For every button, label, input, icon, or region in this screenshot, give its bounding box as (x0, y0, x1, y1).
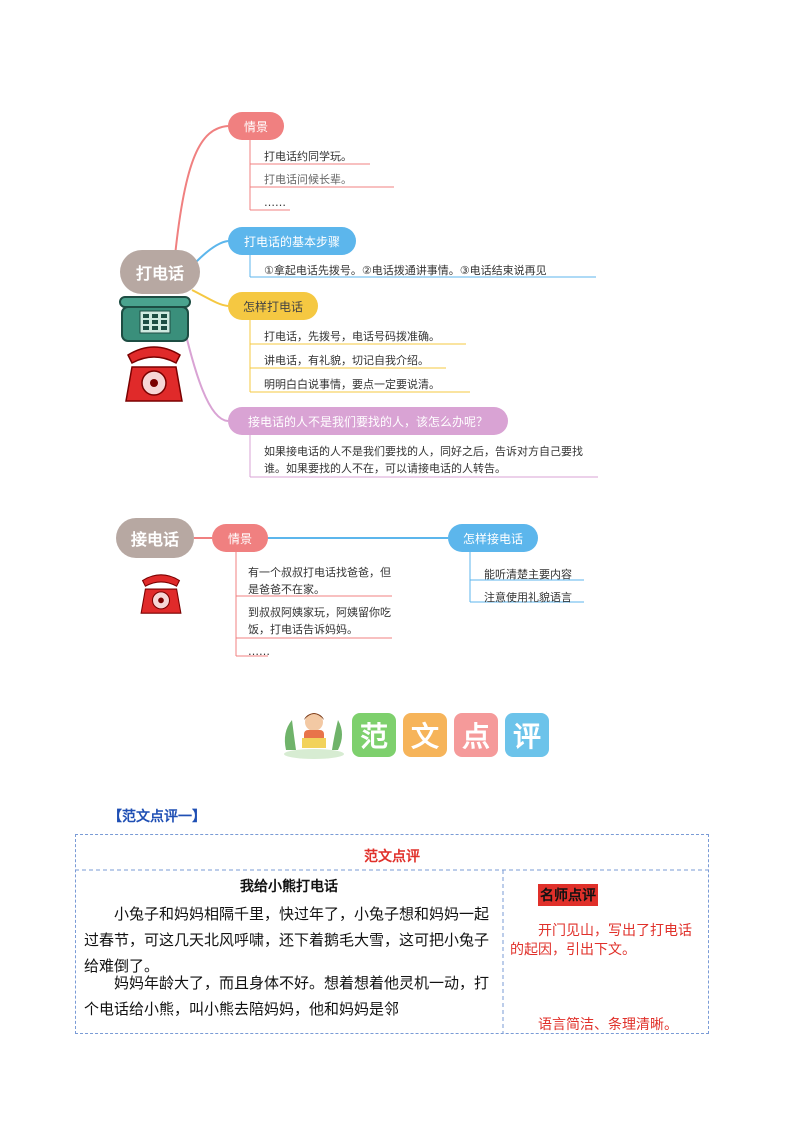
leaf-how-call-2: 讲电话，有礼貌，切记自我介绍。 (264, 354, 429, 367)
leaf-scene-3: …… (264, 196, 286, 209)
branch-steps-pill: 打电话的基本步骤 (228, 227, 356, 255)
section-label: 【范文点评一】 (108, 809, 206, 825)
rotary-phone-small-icon (140, 574, 182, 614)
answer-how-leaf-2: 注意使用礼貌语言 (484, 591, 572, 604)
comment-1: 开门见山，写出了打电话的起因，引出下文。 (510, 923, 692, 958)
answer-scene-leaf-1: 有一个叔叔打电话找爸爸，但是爸爸不在家。 (248, 566, 391, 596)
branch-scene-label: 情景 (243, 119, 268, 134)
banner-char-4: 评 (505, 713, 549, 757)
leaf-how-call-1: 打电话，先拨号，电话号码拨准确。 (264, 330, 440, 343)
essay-paragraph-2: 妈妈年龄大了，而且身体不好。想着想着他灵机一动，打个电话给小熊，叫小熊去陪妈妈，… (84, 974, 490, 1018)
comment-heading: 名师点评 (538, 884, 598, 906)
leaf-scene-2: 打电话问候长辈。 (264, 173, 352, 186)
comment-2: 语言简洁、条理清晰。 (538, 1017, 678, 1033)
essay-title: 我给小熊打电话 (240, 879, 338, 895)
leaf-scene-1: 打电话约同学玩。 (264, 150, 352, 163)
answer-scene-pill: 情景 (212, 524, 268, 552)
branch-wrong-person-pill: 接电话的人不是我们要找的人，该怎么办呢？ (228, 407, 508, 435)
essay-paragraph-1: 小兔子和妈妈相隔千里，快过年了，小兔子想和妈妈一起过春节，可这几天北风呼啸，还下… (84, 905, 490, 975)
branch-wrong-person-label: 接电话的人不是我们要找的人，该怎么办呢？ (247, 414, 488, 429)
review-table (75, 834, 709, 1034)
reading-girl-illustration (284, 713, 344, 759)
mindmap-connectors (174, 125, 598, 657)
branch-scene-pill: 情景 (228, 112, 284, 140)
answer-how-label: 怎样接电话 (462, 531, 523, 546)
leaf-wrong-person-1: 如果接电话的人不是我们要找的人，同好之后，告诉对方自己要找谁。如果要找的人不在，… (264, 445, 583, 475)
answer-scene-leaf-2: 到叔叔阿姨家玩，阿姨留你吃饭，打电话告诉妈妈。 (248, 606, 391, 636)
branch-how-call-label: 怎样打电话 (242, 299, 303, 314)
answer-scene-label: 情景 (227, 531, 252, 546)
answer-scene-leaf-3: …… (248, 645, 270, 658)
table-header: 范文点评 (364, 849, 420, 865)
desk-phone-icon (119, 296, 191, 342)
answer-how-leaf-1: 能听清楚主要内容 (484, 568, 572, 581)
banner-char-3: 点 (454, 713, 498, 757)
answer-how-pill: 怎样接电话 (448, 524, 538, 552)
banner-char-1: 范 (352, 713, 396, 757)
banner-char-2: 文 (403, 713, 447, 757)
leaf-steps-1: ①拿起电话先拨号。②电话拨通讲事情。③电话结束说再见 (264, 264, 547, 277)
branch-steps-label: 打电话的基本步骤 (243, 234, 340, 249)
leaf-how-call-3: 明明白白说事情，要点一定要说清。 (264, 378, 440, 391)
rotary-phone-icon (125, 346, 183, 402)
branch-how-call-pill: 怎样打电话 (228, 292, 318, 320)
mindmap-root-answer: 接电话 (116, 518, 194, 558)
mindmap-root-call: 打电话 (120, 250, 200, 294)
